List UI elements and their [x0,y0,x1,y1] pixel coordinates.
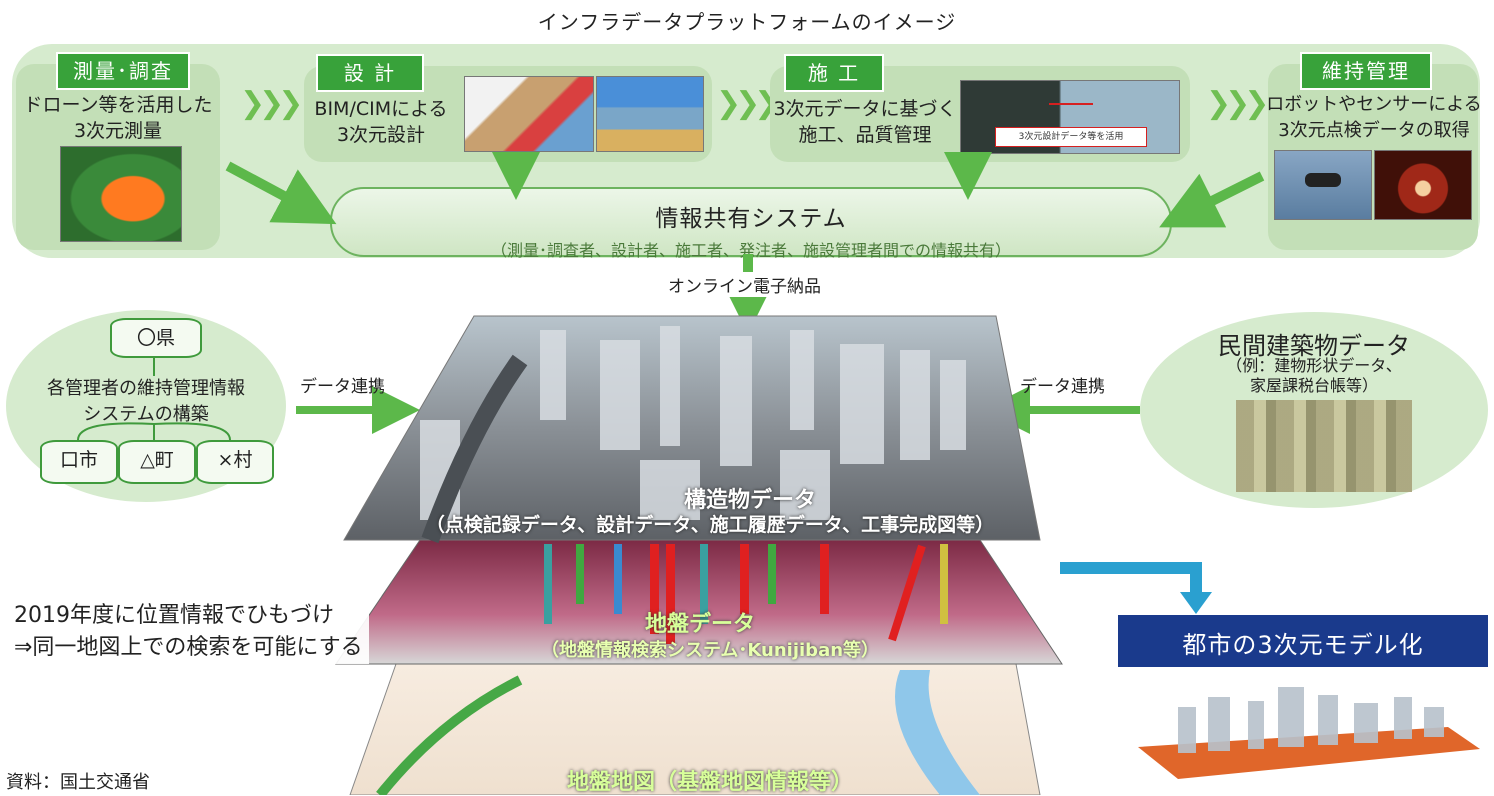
building-shape-image [1236,400,1412,492]
stage-construction-label: 施 工 [784,54,884,92]
base-map-title: 地盤地図（基盤地図情報等） [566,770,853,795]
maintenance-to-share-arrow [1159,171,1265,228]
stage-survey-text: ドローン等を活用した 3次元測量 [18,92,218,144]
stage-design-line-2: 3次元設計 [336,124,426,146]
stage-maintenance-line-2: 3次元点検データの取得 [1278,120,1470,141]
structure-data-subtitle: （点検記録データ、設計データ、施工履歴データ、工事完成図等） [425,514,995,536]
private-building-title: 民間建築物データ [1218,332,1410,360]
stage-survey-label: 測量･調査 [56,52,190,90]
village-db: ×村 [196,440,274,484]
stage-survey-line-1: ドローン等を活用した [23,94,213,116]
river-shape [895,670,980,795]
tunnel-inspection-image [1374,150,1472,220]
stage-design-label: 設 計 [316,54,424,92]
linking-note-line-2: ⇒同一地図上での検索を可能にする [14,635,363,660]
survey-to-share-arrow [225,161,337,225]
admin-caption-line-1: 各管理者の維持管理情報 [47,378,245,399]
stage-design-line-1: BIM/CIMによる [314,98,448,120]
source-credit: 資料：国土交通省 [6,772,150,793]
city-db: 口市 [40,440,118,484]
boring-columns [544,544,948,644]
city-3d-model-panel: 都市の3次元モデル化 [1118,615,1488,787]
info-sharing-system: 情報共有システム （測量･調査者、設計者、施工者、発注者、施設管理者間での情報共… [330,187,1172,260]
private-detail-line-2: 家屋課税台帳等） [1249,376,1378,395]
structure-data-title: 構造物データ [683,488,816,513]
data-link-right-label: データ連携 [1020,377,1105,397]
stage-survey-line-2: 3次元測量 [73,120,163,142]
data-link-left-label: データ連携 [300,377,385,397]
db-tree-lines [77,356,231,441]
red-arrow-icon [1049,103,1093,105]
drone-icon [1305,173,1341,187]
stage-construction-line-1: 3次元データに基づく [773,98,957,120]
chevron-right-icon: ❯❯❯ [240,86,303,121]
construction-site-image: 3次元設計データ等を活用 [960,80,1180,154]
elevated-highway [421,354,528,544]
stage-construction-line-2: 施工、品質管理 [798,124,932,146]
city-3d-model-title: 都市の3次元モデル化 [1182,631,1424,659]
linking-note-line-1: 2019年度に位置情報でひもづけ [14,603,334,628]
online-delivery-label: オンライン電子納品 [664,272,825,297]
private-detail-line-1: （例：建物形状データ、 [1226,356,1402,375]
page-title: インフラデータプラットフォームのイメージ [537,10,957,34]
town-db: △町 [118,440,196,484]
info-sharing-title: 情報共有システム [655,206,847,232]
design-site-image [596,76,704,152]
drone-survey-image [60,146,182,242]
arrowhead-down-icon [1180,592,1212,614]
private-building-detail: （例：建物形状データ、 家屋課税台帳等） [1140,356,1488,396]
info-sharing-subtitle: （測量･調査者、設計者、施工者、発注者、施設管理者間での情報共有） [490,241,1011,260]
stage-maintenance-line-1: ロボットやセンサーによる [1266,94,1482,115]
stage-design-text: BIM/CIMによる 3次元設計 [306,96,456,148]
caption-box: 3次元設計データ等を活用 [995,127,1147,147]
ground-data-subtitle: （地盤情報検索システム･Kunijiban等） [540,640,880,661]
city-3d-model-image [1118,667,1488,787]
stage-construction-text: 3次元データに基づく 施工、品質管理 [772,96,958,148]
bim-model-image [464,76,594,152]
admin-systems-caption: 各管理者の維持管理情報 システムの構築 [20,376,272,428]
chevron-right-icon: ❯❯❯ [1206,86,1269,121]
linking-note: 2019年度に位置情報でひもづけ ⇒同一地図上での検索を可能にする [14,600,369,664]
drone-inspection-image [1274,150,1372,220]
city-model-arrow [1060,562,1202,596]
stage-maintenance-text: ロボットやセンサーによる 3次元点検データの取得 [1262,92,1486,144]
prefecture-db: 〇県 [110,318,202,358]
stage-maintenance-label: 維持管理 [1300,52,1432,90]
ground-data-title: 地盤データ [644,612,755,637]
railway-shape [376,675,523,795]
admin-caption-line-2: システムの構築 [83,404,209,425]
chevron-right-icon: ❯❯❯ [716,86,779,121]
